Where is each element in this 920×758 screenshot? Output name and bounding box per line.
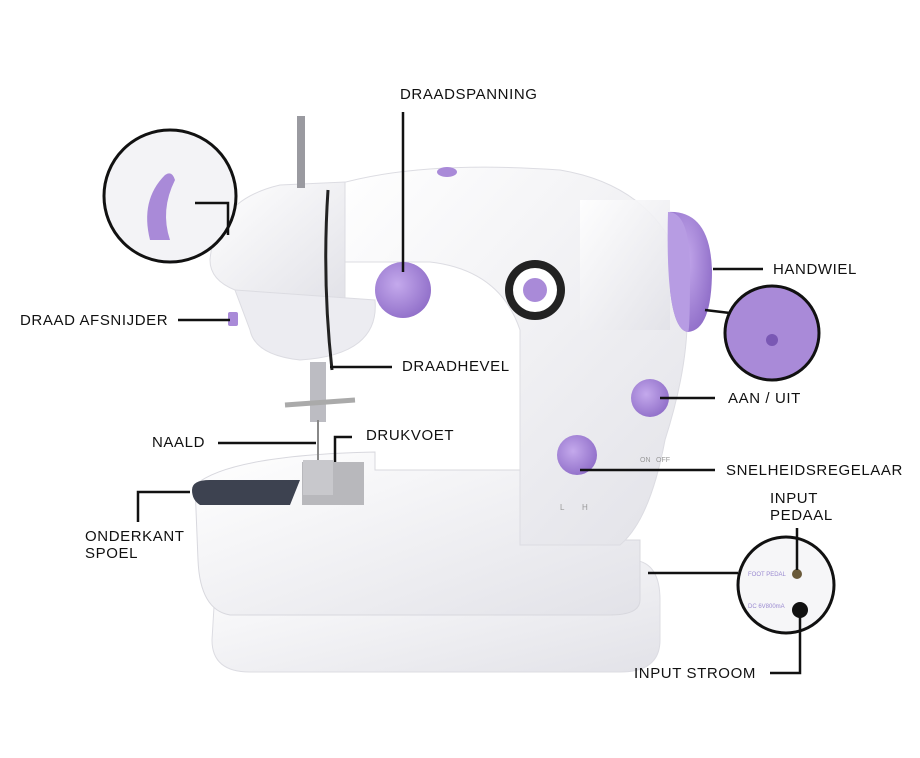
thread-guide: [324, 189, 334, 371]
needle-housing: [234, 289, 376, 361]
low-marking: L: [560, 503, 565, 512]
high-marking: H: [582, 503, 588, 512]
bobbin-cover: [192, 480, 300, 505]
pedal-port: [792, 569, 802, 579]
speed-switch: [557, 435, 597, 475]
label-handwiel: HANDWIEL: [773, 261, 857, 278]
handwheel-housing: [580, 200, 670, 330]
presser-bar: [310, 362, 326, 422]
label-onderkant-line1: ONDERKANT: [85, 528, 185, 545]
label-input-pedaal-line2: PEDAAL: [770, 507, 833, 524]
label-draad-afsnijder: DRAAD AFSNIJDER: [20, 312, 169, 329]
label-naald: NAALD: [152, 434, 206, 451]
dc-input-marking: DC 6V800mA: [748, 604, 785, 610]
label-draadhevel: DRAADHEVEL: [402, 358, 510, 375]
presser-foot: [303, 460, 333, 495]
label-snelheidsregelaar: SNELHEIDSREGELAAR: [726, 462, 903, 479]
label-onderkant-spoel: ONDERKANT SPOEL: [85, 528, 185, 562]
label-input-pedaal: INPUT PEDAAL: [770, 490, 833, 524]
label-onderkant-line2: SPOEL: [85, 545, 139, 562]
inset-handwheel: [723, 284, 821, 382]
tension-dial: [375, 262, 431, 318]
label-draadspanning: DRAADSPANNING: [400, 86, 538, 103]
spool-pin: [297, 116, 305, 188]
inset-ports: FOOT PEDAL DC 6V800mA: [736, 535, 836, 635]
on-marking: ON: [640, 457, 651, 464]
label-input-stroom: INPUT STROOM: [634, 665, 756, 682]
label-input-pedaal-line1: INPUT: [770, 490, 818, 507]
label-drukvoet: DRUKVOET: [366, 427, 455, 444]
thread-cutter: [228, 312, 238, 326]
label-aan-uit: AAN / UIT: [728, 390, 801, 407]
leader-lines: [136, 112, 802, 675]
power-port: [792, 602, 808, 618]
inset-thread-cutter: [102, 128, 238, 264]
off-marking: OFF: [656, 457, 670, 464]
power-switch: [631, 379, 669, 417]
presser-foot-shape: [284, 397, 356, 408]
foot-pedal-marking: FOOT PEDAL: [748, 572, 787, 578]
top-button: [437, 167, 457, 177]
